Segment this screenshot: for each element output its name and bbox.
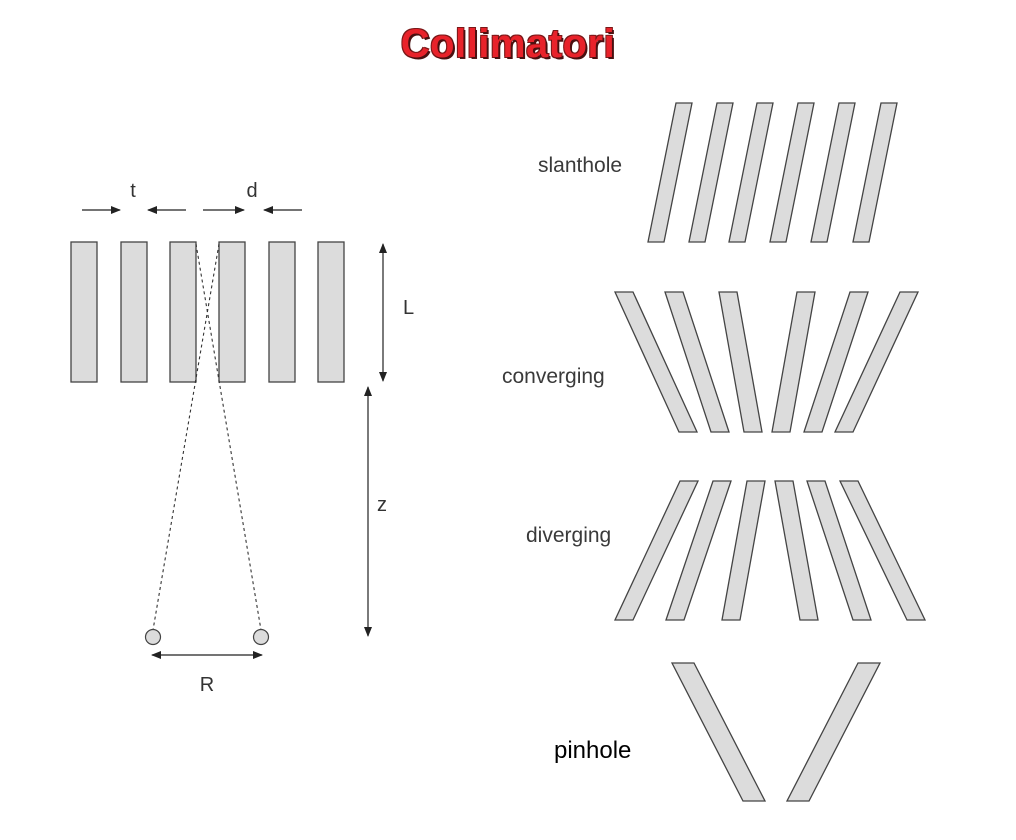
diverging-septum [838,480,927,621]
L-label: L [403,297,414,319]
slanthole-septum [769,102,815,243]
septum [218,241,246,383]
diverging-septum [665,480,732,621]
slanthole-septum [810,102,856,243]
diverging-septum [613,480,700,621]
point-source-left [144,628,162,646]
t-label: t [130,180,136,202]
septum [169,241,197,383]
converging-septum [771,291,816,433]
converging-septum [803,291,869,433]
septum [268,241,296,383]
pinhole-septum-left [670,662,767,802]
slanthole-septum [852,102,898,243]
slanthole-septum [728,102,774,243]
slanthole-collimator: slanthole [538,102,898,243]
page-title: Collimatori [400,22,616,66]
converging-septum [833,291,920,433]
pinhole-label: pinhole [554,737,631,764]
converging-label: converging [502,365,605,388]
septum [120,241,148,383]
diverging-label: diverging [526,524,611,547]
slanthole-septum [688,102,734,243]
point-source-right [252,628,270,646]
slanthole-septum [647,102,693,243]
converging-septum [613,291,699,433]
pinhole-collimator: pinhole [554,662,882,802]
converging-septum [664,291,730,433]
acceptance-line-left [152,243,220,631]
diverging-septum [721,480,766,621]
parallel-hole-collimator: t d L z R [70,180,414,696]
converging-septum [718,291,763,433]
z-label: z [377,494,387,516]
d-label: d [246,180,257,202]
acceptance-line-right [195,243,262,631]
diverging-septum [806,480,872,621]
diverging-collimator: diverging [526,480,927,621]
septum [317,241,345,383]
R-label: R [200,674,214,696]
pinhole-septum-right [785,662,882,802]
septum [70,241,98,383]
converging-collimator: converging [502,291,920,433]
slanthole-label: slanthole [538,154,622,177]
diverging-septum [774,480,819,621]
